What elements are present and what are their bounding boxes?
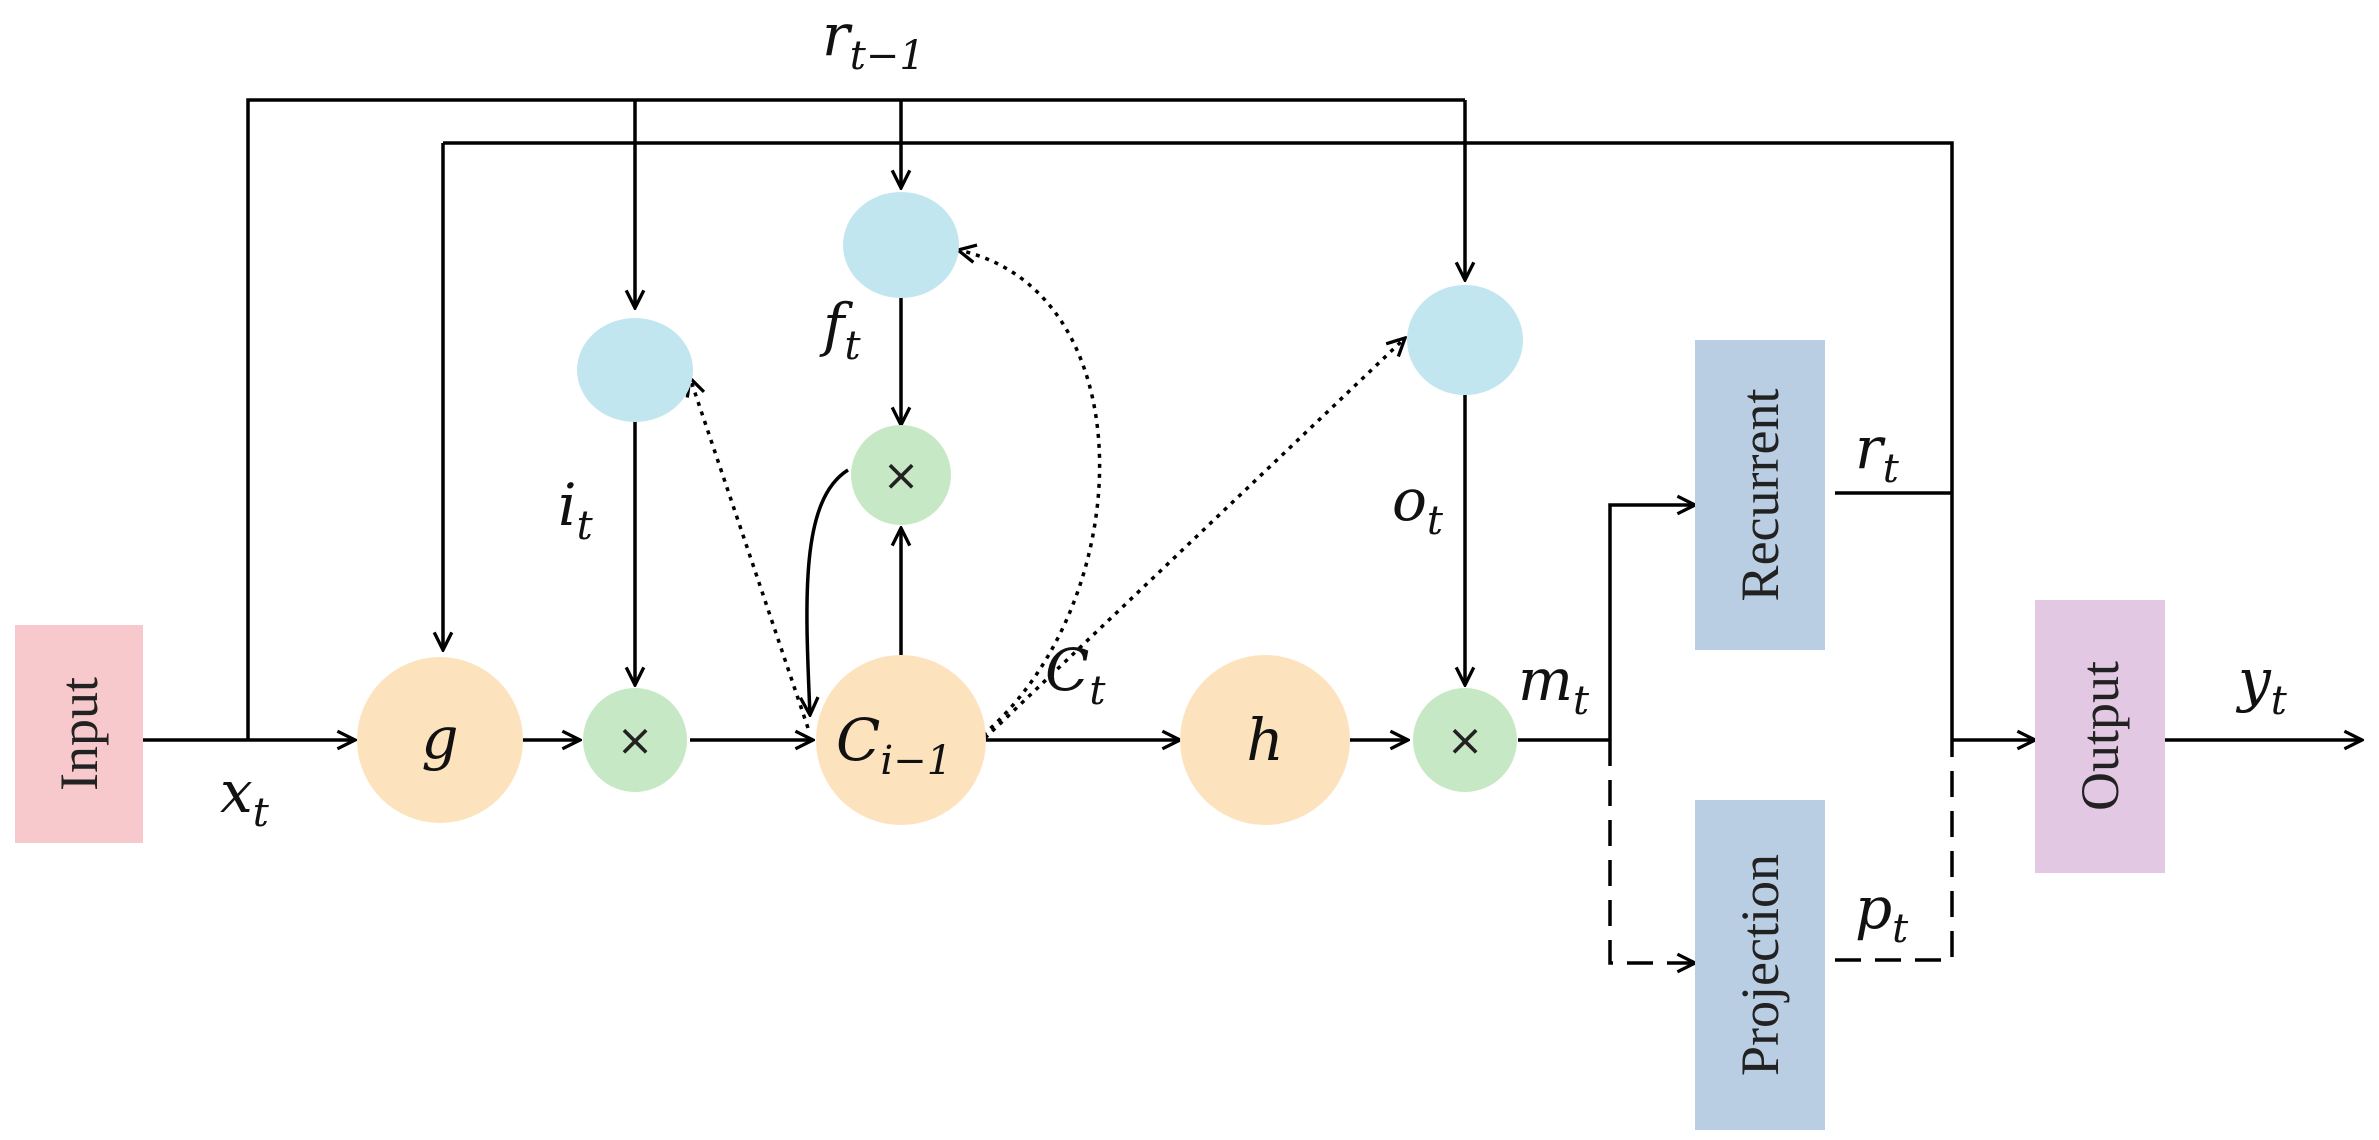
label-r: rt — [1855, 414, 1900, 492]
multiply-output-symbol: × — [1447, 715, 1484, 766]
label-y-base: y — [2235, 646, 2272, 714]
dashed-projection-out — [1835, 740, 1954, 962]
top-bus-line — [246, 98, 1465, 740]
label-r-sub: t — [1883, 446, 1900, 492]
dashed-split-to-projection — [1608, 740, 1695, 963]
peephole-to-input-gate — [690, 378, 810, 729]
label-f: ft — [819, 291, 861, 369]
label-c-sub: t — [1089, 668, 1106, 714]
label-r-prev-sub: t−1 — [850, 33, 925, 79]
cell-node-label-sub: i−1 — [880, 738, 952, 784]
label-x-sub: t — [253, 790, 270, 836]
input-gate-node — [577, 318, 693, 422]
label-m-sub: t — [1573, 678, 1590, 724]
line-split-to-recurrent — [1608, 505, 1695, 740]
multiply-input-node — [583, 688, 687, 792]
label-x-base: x — [220, 758, 253, 826]
multiply-forget-node — [851, 425, 951, 525]
label-i-sub: t — [577, 503, 594, 549]
label-r-base: r — [1855, 414, 1886, 482]
label-p: pt — [1855, 874, 1909, 952]
input-box — [15, 625, 143, 843]
label-o-base: o — [1392, 466, 1427, 534]
arrow-mult-f-to-cell — [807, 468, 849, 715]
output-box — [2035, 600, 2165, 873]
label-c: Ct — [1045, 636, 1106, 714]
label-f-sub: t — [844, 323, 861, 369]
label-i-base: i — [558, 471, 577, 539]
label-m: mt — [1518, 646, 1590, 724]
label-o-sub: t — [1427, 498, 1444, 544]
projection-box — [1695, 800, 1825, 1130]
forget-gate-node — [843, 192, 959, 298]
label-i: it — [558, 471, 594, 549]
label-m-base: m — [1518, 646, 1573, 714]
output-gate-node — [1407, 285, 1523, 395]
g-node — [357, 657, 523, 823]
g-node-label: g — [421, 704, 458, 772]
h-node — [1180, 655, 1350, 825]
feedback-bus-line — [443, 141, 1954, 740]
label-c-base: C — [1045, 636, 1089, 704]
multiply-input-symbol: × — [617, 715, 654, 766]
multiply-forget-symbol: × — [883, 450, 920, 501]
recurrent-box-label: Recurrent — [1730, 389, 1790, 602]
label-p-base: p — [1855, 874, 1892, 942]
cell-node-label: Ci−1 — [836, 706, 952, 784]
label-y-sub: t — [2271, 678, 2288, 724]
input-box-label: Input — [49, 677, 109, 791]
label-r-prev-base: r — [822, 1, 853, 69]
label-r-prev: rt−1 — [822, 1, 925, 79]
output-box-label: Output — [2070, 661, 2130, 811]
projection-box-label: Projection — [1730, 854, 1790, 1076]
recurrent-box — [1695, 340, 1825, 650]
label-y: yt — [2235, 646, 2288, 724]
peephole-to-output-gate — [983, 338, 1405, 740]
peephole-to-forget-gate — [958, 250, 1102, 737]
h-node-label: h — [1246, 706, 1283, 774]
multiply-output-node — [1413, 688, 1517, 792]
label-p-sub: t — [1892, 906, 1909, 952]
cell-node — [816, 655, 986, 825]
label-o: ot — [1392, 466, 1444, 544]
label-x: xt — [220, 758, 270, 836]
cell-node-label-base: C — [836, 706, 880, 774]
